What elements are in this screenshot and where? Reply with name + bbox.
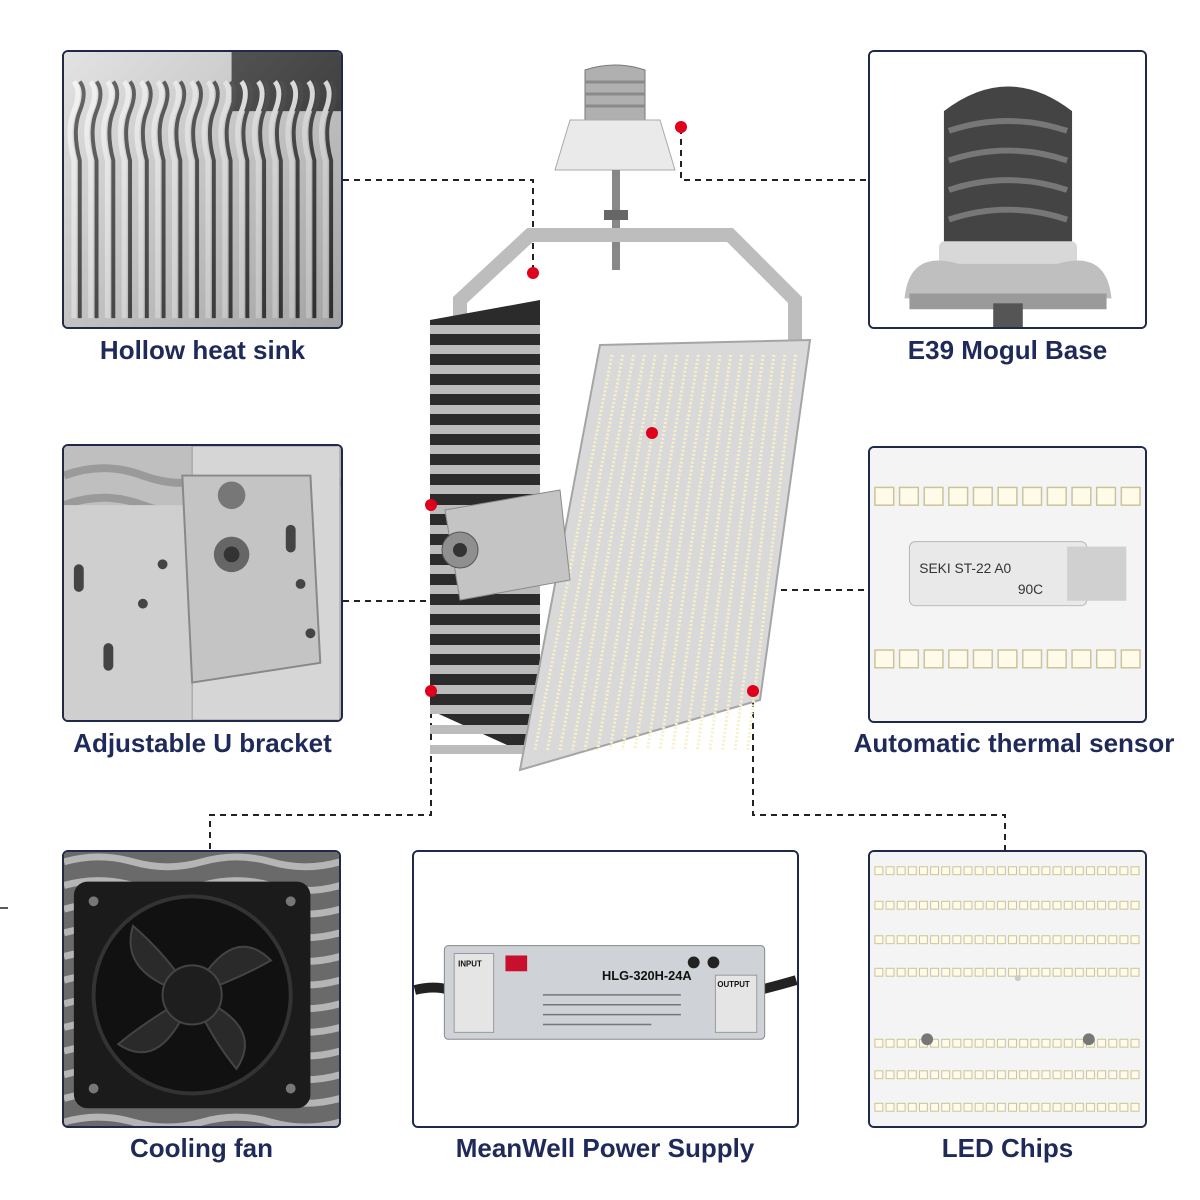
psu-model-text: HLG-320H-24A	[602, 968, 692, 983]
led-chips-panel	[868, 850, 1147, 1128]
led-retrofit-lamp-image	[425, 64, 812, 772]
psu-input-label: INPUT	[458, 959, 482, 968]
mogul-base-image	[870, 52, 1145, 327]
marker-thermal-sensor	[646, 427, 658, 439]
thermal-sensor-caption: Automatic thermal sensor	[853, 728, 1175, 758]
power-supply-image: INPUT HLG-320H-24A OUTPUT	[414, 852, 797, 1126]
marker-heat-sink	[527, 267, 539, 279]
cooling-fan-panel	[62, 850, 341, 1128]
marker-mogul-base	[675, 121, 687, 133]
led-chips-image	[870, 852, 1145, 1126]
sensor-model-text: SEKI ST-22 A0	[919, 561, 1011, 576]
sensor-temp-text: 90C	[1018, 582, 1043, 597]
marker-led-chips	[747, 685, 759, 697]
u-bracket-image	[64, 446, 341, 720]
u-bracket-caption: Adjustable U bracket	[73, 728, 332, 758]
power-supply-panel: INPUT HLG-320H-24A OUTPUT	[412, 850, 799, 1128]
heat-sink-panel	[62, 50, 343, 329]
thermal-sensor-image: SEKI ST-22 A0 90C	[870, 448, 1145, 721]
mogul-base-panel	[868, 50, 1147, 329]
marker-cooling-fan	[425, 685, 437, 697]
cooling-fan-caption: Cooling fan	[130, 1133, 273, 1163]
thermal-sensor-panel: SEKI ST-22 A0 90C	[868, 446, 1147, 723]
cooling-fan-image	[64, 852, 339, 1126]
u-bracket-panel	[62, 444, 343, 722]
marker-u-bracket	[425, 499, 437, 511]
led-chips-caption: LED Chips	[941, 1133, 1074, 1163]
heat-sink-caption: Hollow heat sink	[99, 335, 306, 365]
heat-sink-image	[64, 52, 341, 327]
psu-output-label: OUTPUT	[717, 980, 750, 989]
power-supply-caption: MeanWell Power Supply	[455, 1133, 755, 1163]
mogul-base-caption: E39 Mogul Base	[907, 335, 1108, 365]
